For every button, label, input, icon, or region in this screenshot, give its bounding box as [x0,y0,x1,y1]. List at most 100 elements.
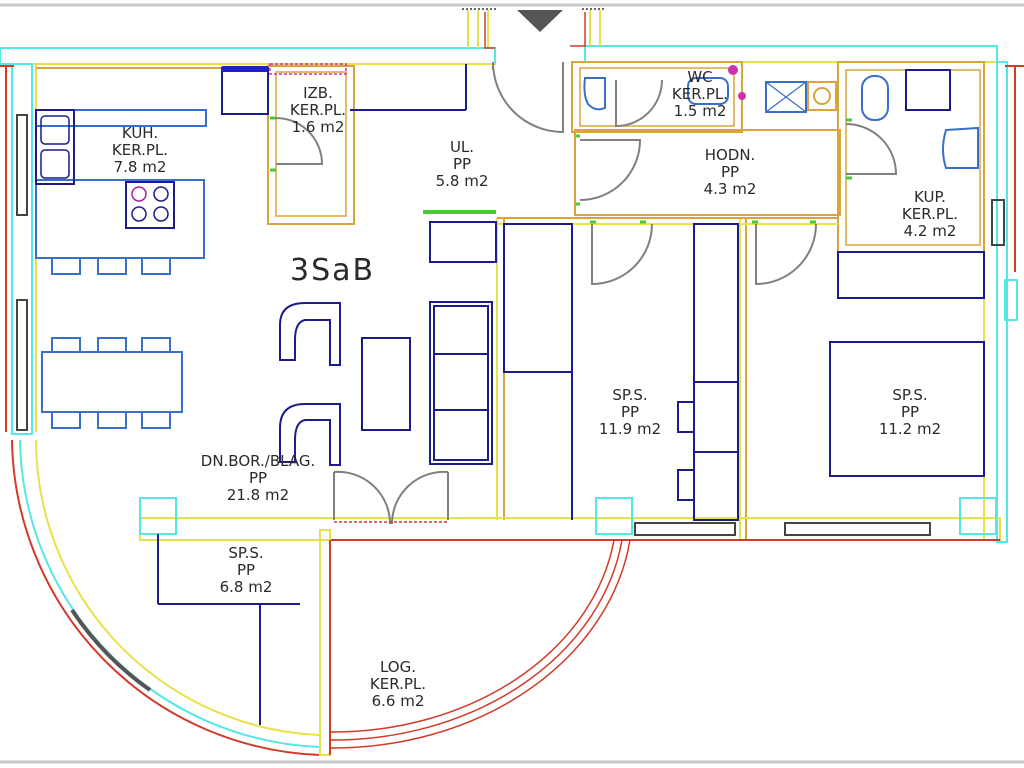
room-area: 7.8 m2 [114,158,167,176]
chair-3 [141,337,171,353]
curved-wall-outer [11,439,321,756]
room-label-kuhinja: KUH.KER.PL.7.8 m2 [112,124,168,176]
room-area: 5.8 m2 [436,172,489,190]
room-area: 11.9 m2 [599,420,661,438]
room-name: IZB. [303,84,333,102]
wc-drain-icon [738,92,746,100]
room-name: SP.S. [892,386,927,404]
top-wall-right [584,45,998,63]
burner-2 [153,186,169,202]
sink-bowl-2 [40,149,70,179]
right-wall-small [1004,279,1018,321]
room-name: HODN. [705,146,756,164]
bar-stool-1 [51,257,81,275]
izba-wall-inner [275,71,347,217]
wc-vent-icon [728,65,738,75]
loggia-wall [319,529,331,756]
room-name: KUH. [122,124,158,142]
room-floor: PP [453,155,471,173]
kitchen-island [35,179,205,259]
room-floor: KER.PL. [290,101,346,119]
entrance-jamb-left [467,10,489,48]
curved-wall-yellow [35,439,321,736]
kup-door [845,123,898,175]
bedroom-furniture [503,223,985,521]
doors [270,61,898,525]
right-window [991,199,1005,246]
nightstand-2 [677,469,695,501]
room-area: 1.6 m2 [292,118,345,136]
column-2 [595,497,633,535]
kup-toilet-icon [861,75,889,121]
bed-2 [829,341,985,477]
room-floor: KER.PL. [902,205,958,223]
izba-wall [267,65,355,225]
room-area: 4.2 m2 [904,222,957,240]
room-name: KUP. [914,188,946,206]
wc-toilet-icon [583,77,606,111]
room-floor: PP [249,469,267,487]
chair-1 [51,337,81,353]
shower-cross [765,81,807,113]
kitchen-sink-icon [35,109,75,185]
sink-bowl-1 [40,115,70,145]
south-wall [139,517,1001,541]
chair-5 [97,411,127,429]
bedroom1-wardrobe [503,223,573,373]
door-jambs [270,116,852,224]
entrance-door [492,61,564,134]
bedroom2-wardrobe [837,251,985,299]
room-floor: KER.PL. [112,141,168,159]
shower-tray-icon [765,81,807,113]
loggia-rail-1 [329,539,631,749]
nightstand-1 [677,401,695,433]
fridge-top [222,66,268,72]
washer-drum [813,87,831,105]
room-floor: PP [721,163,739,181]
room-name: DN.BOR./BLAG. [201,452,315,470]
balcony-door-right [390,470,449,525]
entrance-arrow-icon [517,10,563,32]
room-area: 11.2 m2 [879,420,941,438]
left-window-2 [16,299,28,431]
burner-4 [153,206,169,222]
bedroom2-door [755,223,817,286]
south-window-2 [784,522,931,536]
washer-icon [807,81,837,111]
hall2-wall [574,129,841,216]
room-area: 21.8 m2 [227,486,289,504]
room-name: WC [687,68,712,86]
chair-4 [51,411,81,429]
sofa [429,301,493,465]
storage-shelf [269,63,347,75]
wardrobe-hall [429,221,497,263]
column-1 [139,497,177,535]
room-label-izba: IZB.KER.PL.1.6 m2 [290,84,346,136]
room-name: UL. [450,138,474,156]
room-label-lodja: LOG.KER.PL.6.6 m2 [370,658,426,710]
room-area: 4.3 m2 [704,180,757,198]
chair-6 [141,411,171,429]
room-area: 6.6 m2 [372,692,425,710]
right-wall [996,61,1008,543]
room-floor: PP [237,561,255,579]
south-window-1 [634,522,736,536]
armchair-2 [279,403,341,466]
kup-sink-icon [905,69,951,111]
burner-3 [131,206,147,222]
room-floor: PP [901,403,919,421]
burner-1 [131,186,147,202]
room-floor: PP [621,403,639,421]
column-3 [959,497,997,535]
room-name: LOG. [380,658,416,676]
loggia-rail-3 [329,539,615,733]
room-name: SP.S. [612,386,647,404]
room-floor: KER.PL. [370,675,426,693]
